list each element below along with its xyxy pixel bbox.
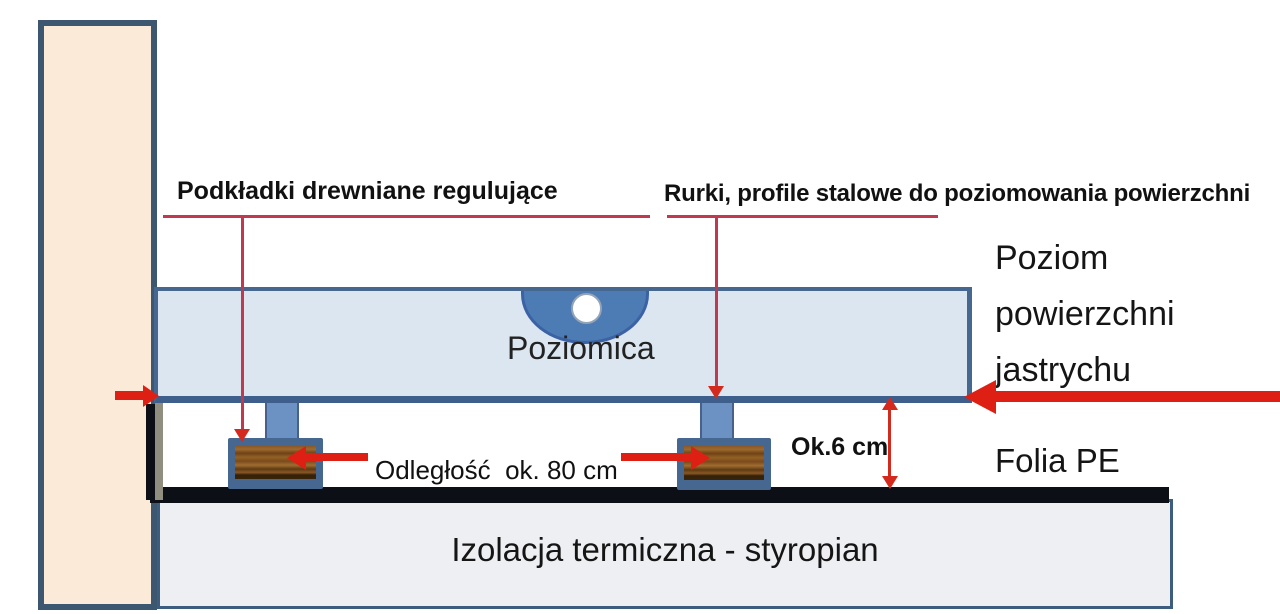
spirit-level-label: Poziomica [507, 330, 655, 366]
wooden-pad-1 [228, 438, 323, 489]
label-screed-level-line2: powierzchni [995, 295, 1175, 333]
wall-column [38, 20, 157, 610]
label-pe-foil: Folia PE [995, 442, 1120, 479]
arrowhead-up-icon [882, 397, 898, 410]
level-bubble [571, 293, 602, 324]
distance-arrow-right [621, 453, 693, 461]
callout-underline-pads [163, 215, 650, 218]
pe-foil-layer [150, 487, 1169, 503]
label-wooden-pads: Podkładki drewniane regulujące [177, 177, 558, 205]
insulation-label: Izolacja termiczna - styropian [451, 531, 879, 568]
wall-junction-arrow [115, 391, 145, 400]
screed-level-arrow [994, 391, 1280, 402]
label-height-6cm: Ok.6 cm [791, 433, 889, 461]
distance-arrow-left [304, 453, 368, 461]
label-screed-level-line3: jastrychu [995, 351, 1132, 389]
arrowhead-left-icon [287, 446, 306, 470]
height-dimension-arrow [888, 408, 891, 478]
steel-pipe-support-2 [700, 397, 734, 440]
label-screed-level-line1: Poziom [995, 239, 1109, 277]
callout-line-pipes [715, 217, 718, 386]
arrowhead-down-icon [234, 429, 250, 442]
arrowhead-down-icon [708, 386, 724, 399]
pe-foil-upturn [146, 404, 155, 500]
arrowhead-down-icon [882, 476, 898, 489]
arrowhead-right-icon [691, 446, 710, 470]
callout-line-pads [241, 217, 244, 429]
label-steel-pipes: Rurki, profile stalowe do poziomowania p… [664, 180, 1251, 207]
edge-strip [155, 402, 163, 500]
arrowhead-right-icon [143, 385, 159, 407]
arrowhead-left-icon [964, 380, 996, 414]
label-distance: Odległość ok. 80 cm [375, 455, 618, 485]
callout-underline-pipes [667, 215, 938, 218]
